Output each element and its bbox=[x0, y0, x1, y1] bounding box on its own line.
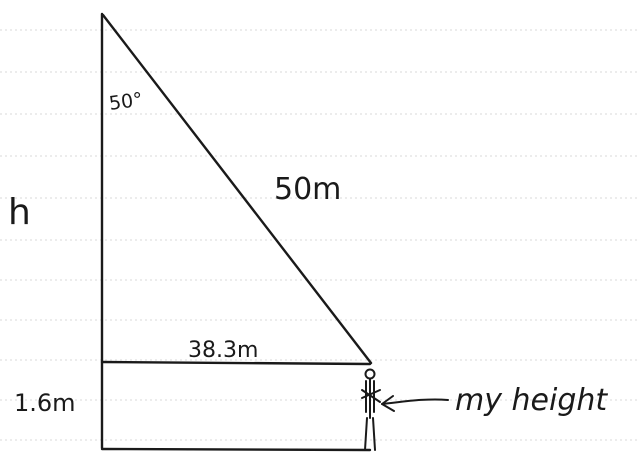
my-height-label: my height bbox=[455, 383, 608, 418]
ground-line bbox=[100, 447, 372, 452]
angle-label: 50° bbox=[108, 88, 144, 114]
height-label: h bbox=[8, 192, 31, 233]
ruled-lines bbox=[0, 29, 640, 441]
arrow-left-icon bbox=[381, 395, 449, 412]
stick-figure-icon bbox=[361, 368, 381, 451]
base-line bbox=[100, 360, 372, 366]
hypotenuse-label: 50m bbox=[274, 172, 341, 207]
base-label: 38.3m bbox=[188, 338, 258, 363]
person-height-label: 1.6m bbox=[14, 389, 76, 417]
hypotenuse-line bbox=[101, 13, 373, 365]
